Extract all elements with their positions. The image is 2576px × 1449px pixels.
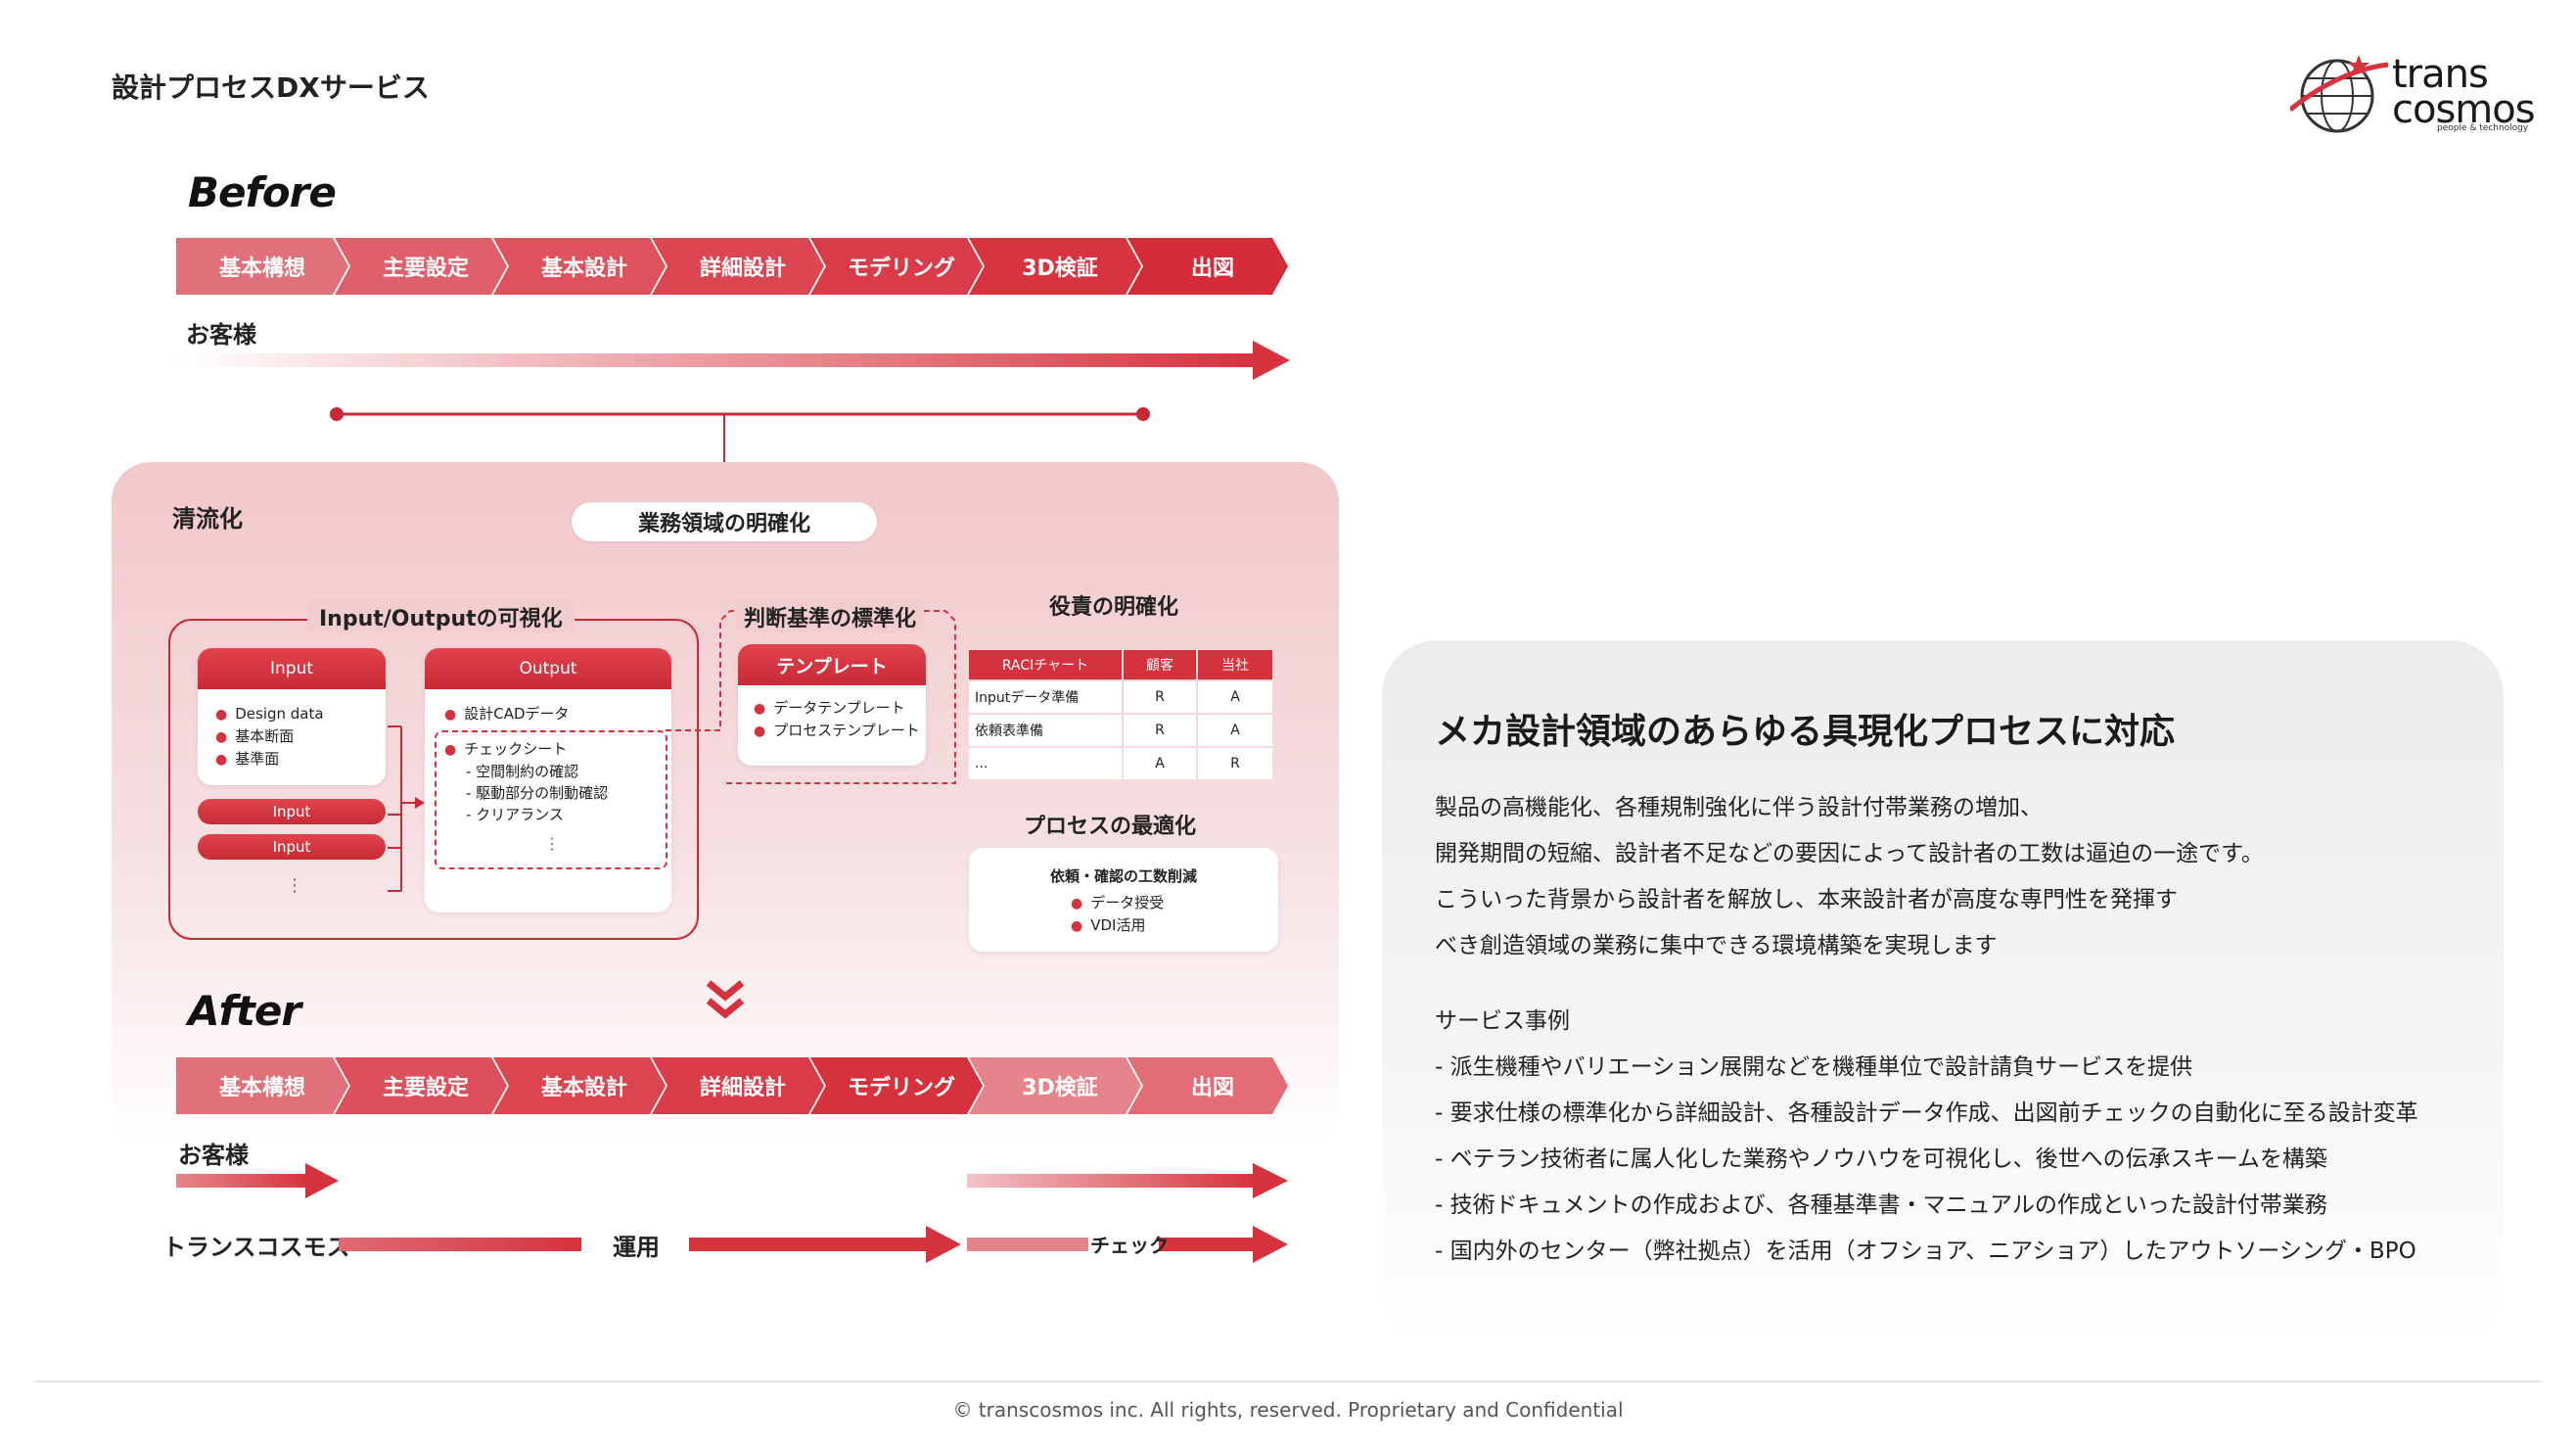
after-customer-arrow-right: [967, 1163, 1288, 1198]
raci-cell: R: [1124, 715, 1196, 746]
input-extra-2: Input: [198, 834, 386, 860]
after-step-4: 詳細設計: [652, 1057, 824, 1114]
input-item: ●基準面: [215, 750, 280, 768]
tc-label: トランスコスモス: [162, 1234, 350, 1261]
after-step-1: 基本構想: [176, 1057, 348, 1114]
before-label: Before: [188, 168, 337, 216]
template-card-head: テンプレート: [738, 644, 926, 685]
unyo-label: 運用: [613, 1234, 660, 1261]
before-step-4: 詳細設計: [652, 238, 824, 295]
scope-clarify-pill: 業務領域の明確化: [572, 502, 877, 541]
after-step-6: 3D検証: [969, 1057, 1141, 1114]
tc-bar: [339, 1238, 581, 1251]
before-step-3: 基本設計: [493, 238, 666, 295]
optimize-item: ●VDI活用: [1071, 916, 1146, 934]
output-subitem: - クリアランス: [466, 806, 564, 823]
footer-copyright: © transcosmos inc. All rights, reserved.…: [952, 1398, 1624, 1422]
after-step-3: 基本設計: [493, 1057, 666, 1114]
before-step-6: 3D検証: [969, 238, 1141, 295]
summary-title: メカ設計領域のあらゆる具現化プロセスに対応: [1435, 712, 2176, 752]
output-subitem: - 空間制約の確認: [466, 763, 579, 780]
roles-title: 役責の明確化: [1049, 595, 1179, 620]
checksheet-highlight: [435, 730, 667, 869]
template-item: ●データテンプレート: [754, 699, 905, 717]
unyo-arrow: [689, 1226, 961, 1263]
after-label: After: [188, 987, 301, 1035]
output-item: ●チェックシート: [444, 740, 568, 758]
optimize-title: プロセスの最適化: [1024, 815, 1197, 839]
cases-title: サービス事例: [1435, 1008, 1570, 1034]
input-card-head: Input: [198, 648, 386, 689]
before-step-2: 主要設定: [335, 238, 507, 295]
raci-cell: A: [1198, 715, 1272, 746]
template-item: ●プロセステンプレート: [754, 722, 920, 739]
raci-header: 当社: [1198, 650, 1272, 679]
raci-cell: Inputデータ準備: [969, 681, 1122, 713]
input-ellipsis: ⋮: [286, 875, 303, 896]
before-step-7: 出図: [1127, 238, 1288, 295]
optimize-card: 依頼・確認の工数削減 ●データ授受 ●VDI活用: [969, 848, 1278, 952]
raci-cell: A: [1124, 748, 1196, 779]
footer-divider: [35, 1380, 2541, 1382]
input-extra-1: Input: [198, 799, 386, 824]
service-summary-card: [1382, 640, 2504, 1341]
page-title: 設計プロセスDXサービス: [112, 71, 430, 104]
case-item: - ベテラン技術者に属人化した業務やノウハウを可視化し、後世への伝承スキームを構…: [1435, 1146, 2327, 1172]
after-step-7: 出図: [1127, 1057, 1288, 1114]
after-customer-arrow-left: [176, 1163, 339, 1198]
raci-cell: A: [1198, 681, 1272, 713]
output-item: ●設計CADデータ: [444, 705, 570, 723]
case-item: - 派生機種やバリエーション展開などを機種単位で設計請負サービスを提供: [1435, 1054, 2193, 1080]
template-card: テンプレート ●データテンプレート ●プロセステンプレート: [738, 644, 926, 766]
raci-table: RACIチャート 顧客 当社 Inputデータ準備 R A 依頼表準備 R A …: [969, 650, 1272, 779]
before-process-flow: 基本構想 主要設定 基本設計 詳細設計 モデリング 3D検証 出図: [176, 238, 1288, 295]
io-connector: [388, 725, 425, 892]
input-item: ●Design data: [215, 705, 324, 723]
after-step-2: 主要設定: [335, 1057, 507, 1114]
output-subitem: - 駆動部分の制動確認: [466, 784, 609, 802]
logo-tagline: people & technology: [2437, 123, 2529, 133]
chevron-down-icon: [706, 980, 745, 1019]
summary-paragraph: 製品の高機能化、各種規制強化に伴う設計付帯業務の増加、 開発期間の短縮、設計者不…: [1435, 795, 2264, 958]
case-item: - 国内外のセンター（弊社拠点）を活用（オフショア、ニアショア）したアウトソーシ…: [1435, 1239, 2416, 1264]
after-process-flow: 基本構想 主要設定 基本設計 詳細設計 モデリング 3D検証 出図: [176, 1057, 1288, 1114]
optimize-item: ●データ授受: [1071, 894, 1165, 911]
before-customer-label: お客様: [186, 321, 256, 349]
raci-cell: ...: [969, 748, 1122, 779]
output-card-head: Output: [425, 648, 671, 689]
raci-header: RACIチャート: [969, 650, 1122, 679]
check-label: チェック: [1090, 1234, 1169, 1257]
case-item: - 技術ドキュメントの作成および、各種基準書・マニュアルの作成といった設計付帯業…: [1435, 1192, 2327, 1218]
raci-cell: R: [1124, 681, 1196, 713]
before-customer-arrow: [176, 341, 1290, 380]
raci-cell: 依頼表準備: [969, 715, 1122, 746]
output-ellipsis: ⋮: [544, 834, 560, 853]
input-item: ●基本断面: [215, 727, 295, 745]
checksheet-list: ●チェックシート - 空間制約の確認 - 駆動部分の制動確認 - クリアランス: [444, 738, 608, 825]
after-step-5: モデリング: [810, 1057, 983, 1114]
cases-list: - 派生機種やバリエーション展開などを機種単位で設計請負サービスを提供 - 要求…: [1435, 1045, 2418, 1275]
optimize-head: 依頼・確認の工数削減: [1049, 867, 1197, 885]
check-arrow: [967, 1226, 1288, 1263]
globe-icon: [2290, 55, 2389, 133]
before-step-1: 基本構想: [176, 238, 348, 295]
seiryu-label: 清流化: [172, 505, 243, 533]
case-item: - 要求仕様の標準化から詳細設計、各種設計データ作成、出図前チェックの自動化に至…: [1435, 1100, 2418, 1126]
input-card: Input ●Design data ●基本断面 ●基準面: [198, 648, 386, 785]
raci-header: 顧客: [1124, 650, 1196, 679]
standard-title: 判断基準の標準化: [736, 601, 925, 632]
io-title: Input/Outputの可視化: [307, 601, 575, 632]
raci-cell: R: [1198, 748, 1272, 779]
before-step-5: モデリング: [810, 238, 983, 295]
transcosmos-logo: trans cosmos people & technology: [2290, 51, 2536, 145]
logo-wordmark: trans cosmos: [2392, 52, 2536, 132]
after-customer-label: お客様: [178, 1142, 249, 1169]
